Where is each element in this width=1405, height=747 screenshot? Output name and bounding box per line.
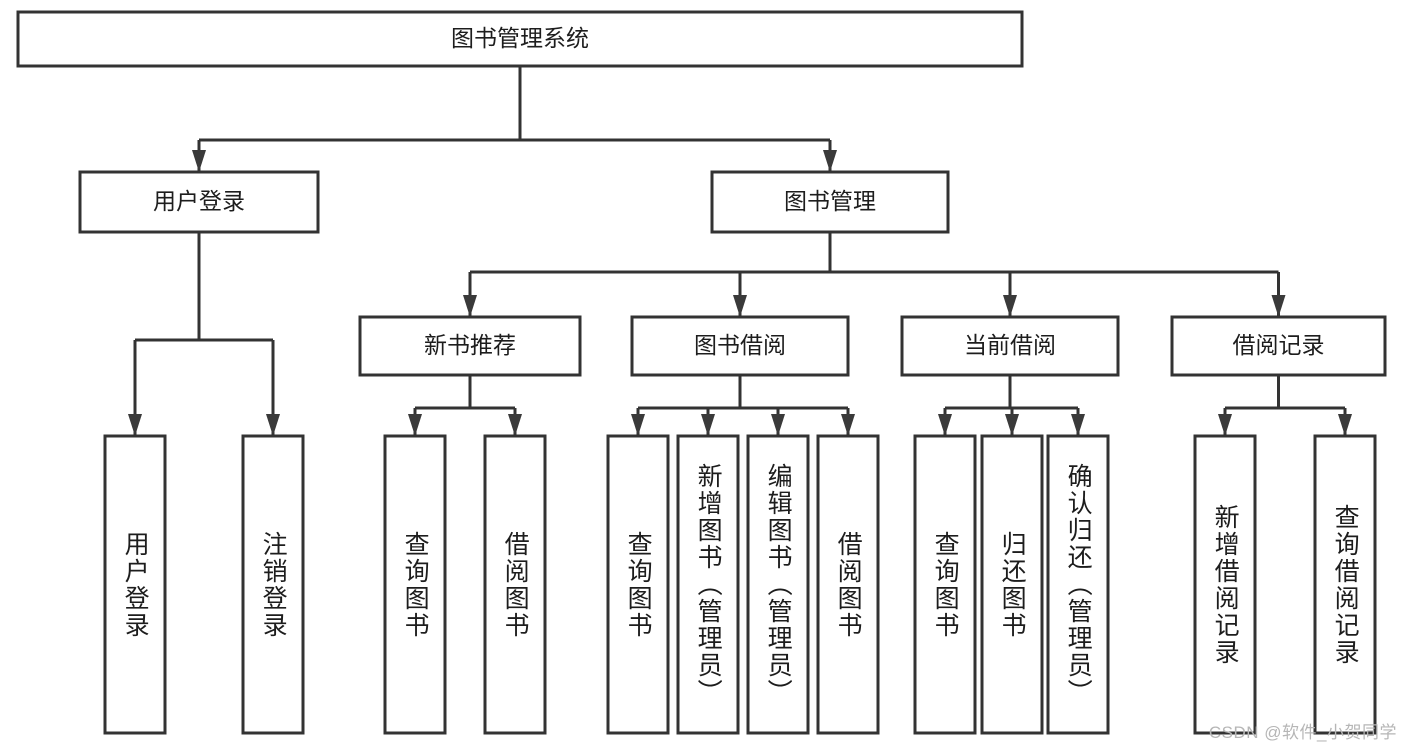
arrowhead-icon [631, 414, 645, 436]
boxes-layer [16, 10, 1387, 735]
arrowhead-icon [938, 414, 952, 436]
arrowhead-icon [1003, 295, 1017, 317]
connectors-layer [128, 66, 1352, 436]
node-label-new-book-recommend: 新书推荐 [424, 332, 516, 358]
arrowhead-icon [1218, 414, 1232, 436]
node-box-book-borrow[interactable] [630, 315, 850, 377]
arrowhead-icon [408, 414, 422, 436]
arrowhead-icon [701, 414, 715, 436]
node-box-leaf-edit-book-admin[interactable] [746, 434, 810, 735]
arrowhead-icon [1005, 414, 1019, 436]
node-box-leaf-add-borrow-record[interactable] [1193, 434, 1257, 735]
arrowhead-icon [733, 295, 747, 317]
arrowhead-icon [266, 414, 280, 436]
node-box-leaf-borrow-book[interactable] [816, 434, 880, 735]
node-label-current-borrow: 当前借阅 [964, 332, 1056, 358]
node-box-book-management[interactable] [710, 170, 950, 234]
node-label-root: 图书管理系统 [451, 25, 589, 51]
watermark-text: CSDN @软件_小贺同学 [1208, 723, 1397, 742]
node-box-root[interactable] [16, 10, 1024, 68]
node-box-leaf-user-logout[interactable] [241, 434, 305, 735]
node-box-leaf-confirm-return-admin[interactable] [1046, 434, 1110, 735]
arrowhead-icon [508, 414, 522, 436]
node-box-new-book-recommend[interactable] [358, 315, 582, 377]
arrowhead-icon [128, 414, 142, 436]
node-box-leaf-query-book-recommend[interactable] [383, 434, 447, 735]
node-box-leaf-query-book-borrow[interactable] [606, 434, 670, 735]
node-box-leaf-add-book-admin[interactable] [676, 434, 740, 735]
node-box-leaf-return-book[interactable] [980, 434, 1044, 735]
node-box-current-borrow[interactable] [900, 315, 1120, 377]
arrowhead-icon [463, 295, 477, 317]
arrowhead-icon [1071, 414, 1085, 436]
node-box-leaf-query-borrow-record[interactable] [1313, 434, 1377, 735]
arrowhead-icon [1271, 295, 1286, 317]
arrowhead-icon [771, 414, 785, 436]
node-label-book-borrow: 图书借阅 [694, 332, 786, 358]
node-box-user-login[interactable] [78, 170, 320, 234]
node-box-leaf-user-login[interactable] [103, 434, 167, 735]
arrowhead-icon [841, 414, 855, 436]
node-box-leaf-query-book-current[interactable] [913, 434, 977, 735]
node-box-leaf-borrow-book-recommend[interactable] [483, 434, 547, 735]
node-box-borrow-record[interactable] [1170, 315, 1387, 377]
arrowhead-icon [1338, 414, 1352, 436]
node-label-user-login: 用户登录 [153, 188, 245, 214]
arrowhead-icon [823, 150, 837, 172]
node-label-book-management: 图书管理 [784, 188, 876, 214]
node-label-borrow-record: 借阅记录 [1233, 332, 1325, 358]
arrowhead-icon [192, 150, 206, 172]
